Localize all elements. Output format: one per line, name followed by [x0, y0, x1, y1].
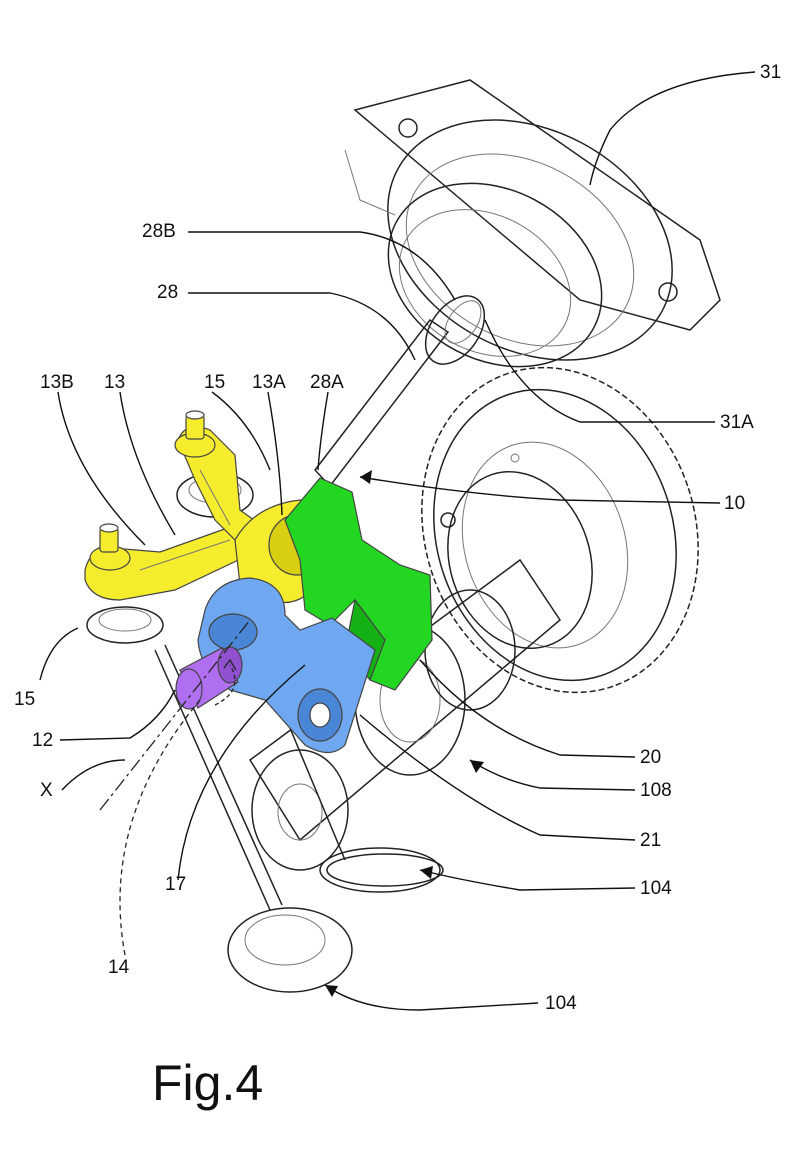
label-14: 14: [108, 957, 130, 978]
pivot-pin-12: [175, 646, 243, 710]
label-13B: 13B: [40, 372, 74, 393]
label-21: 21: [640, 830, 661, 851]
label-X: X: [40, 780, 53, 801]
label-104-upper: 104: [640, 878, 672, 899]
label-15-top: 15: [204, 372, 225, 393]
rotation-arrow: [214, 664, 236, 706]
label-15-left: 15: [14, 689, 35, 710]
label-31: 31: [760, 62, 781, 83]
valve-spring-left: [86, 606, 164, 644]
label-17: 17: [165, 874, 186, 895]
label-13: 13: [104, 372, 125, 393]
label-13A: 13A: [252, 372, 286, 393]
label-20: 20: [640, 747, 661, 768]
label-28B: 28B: [142, 221, 176, 242]
leader-lines: [39, 71, 756, 1011]
label-28: 28: [157, 282, 178, 303]
rotation-arc-14: [119, 699, 201, 956]
label-28A: 28A: [310, 372, 344, 393]
label-12: 12: [32, 730, 53, 751]
rocker-arm-13: [84, 410, 331, 604]
label-31A: 31A: [720, 412, 754, 433]
label-108: 108: [640, 780, 672, 801]
label-104-lower: 104: [545, 993, 577, 1014]
label-10: 10: [724, 493, 745, 514]
axis-x: [99, 619, 251, 811]
figure-caption: Fig.4: [152, 1055, 263, 1111]
timing-sprocket: [421, 366, 699, 694]
